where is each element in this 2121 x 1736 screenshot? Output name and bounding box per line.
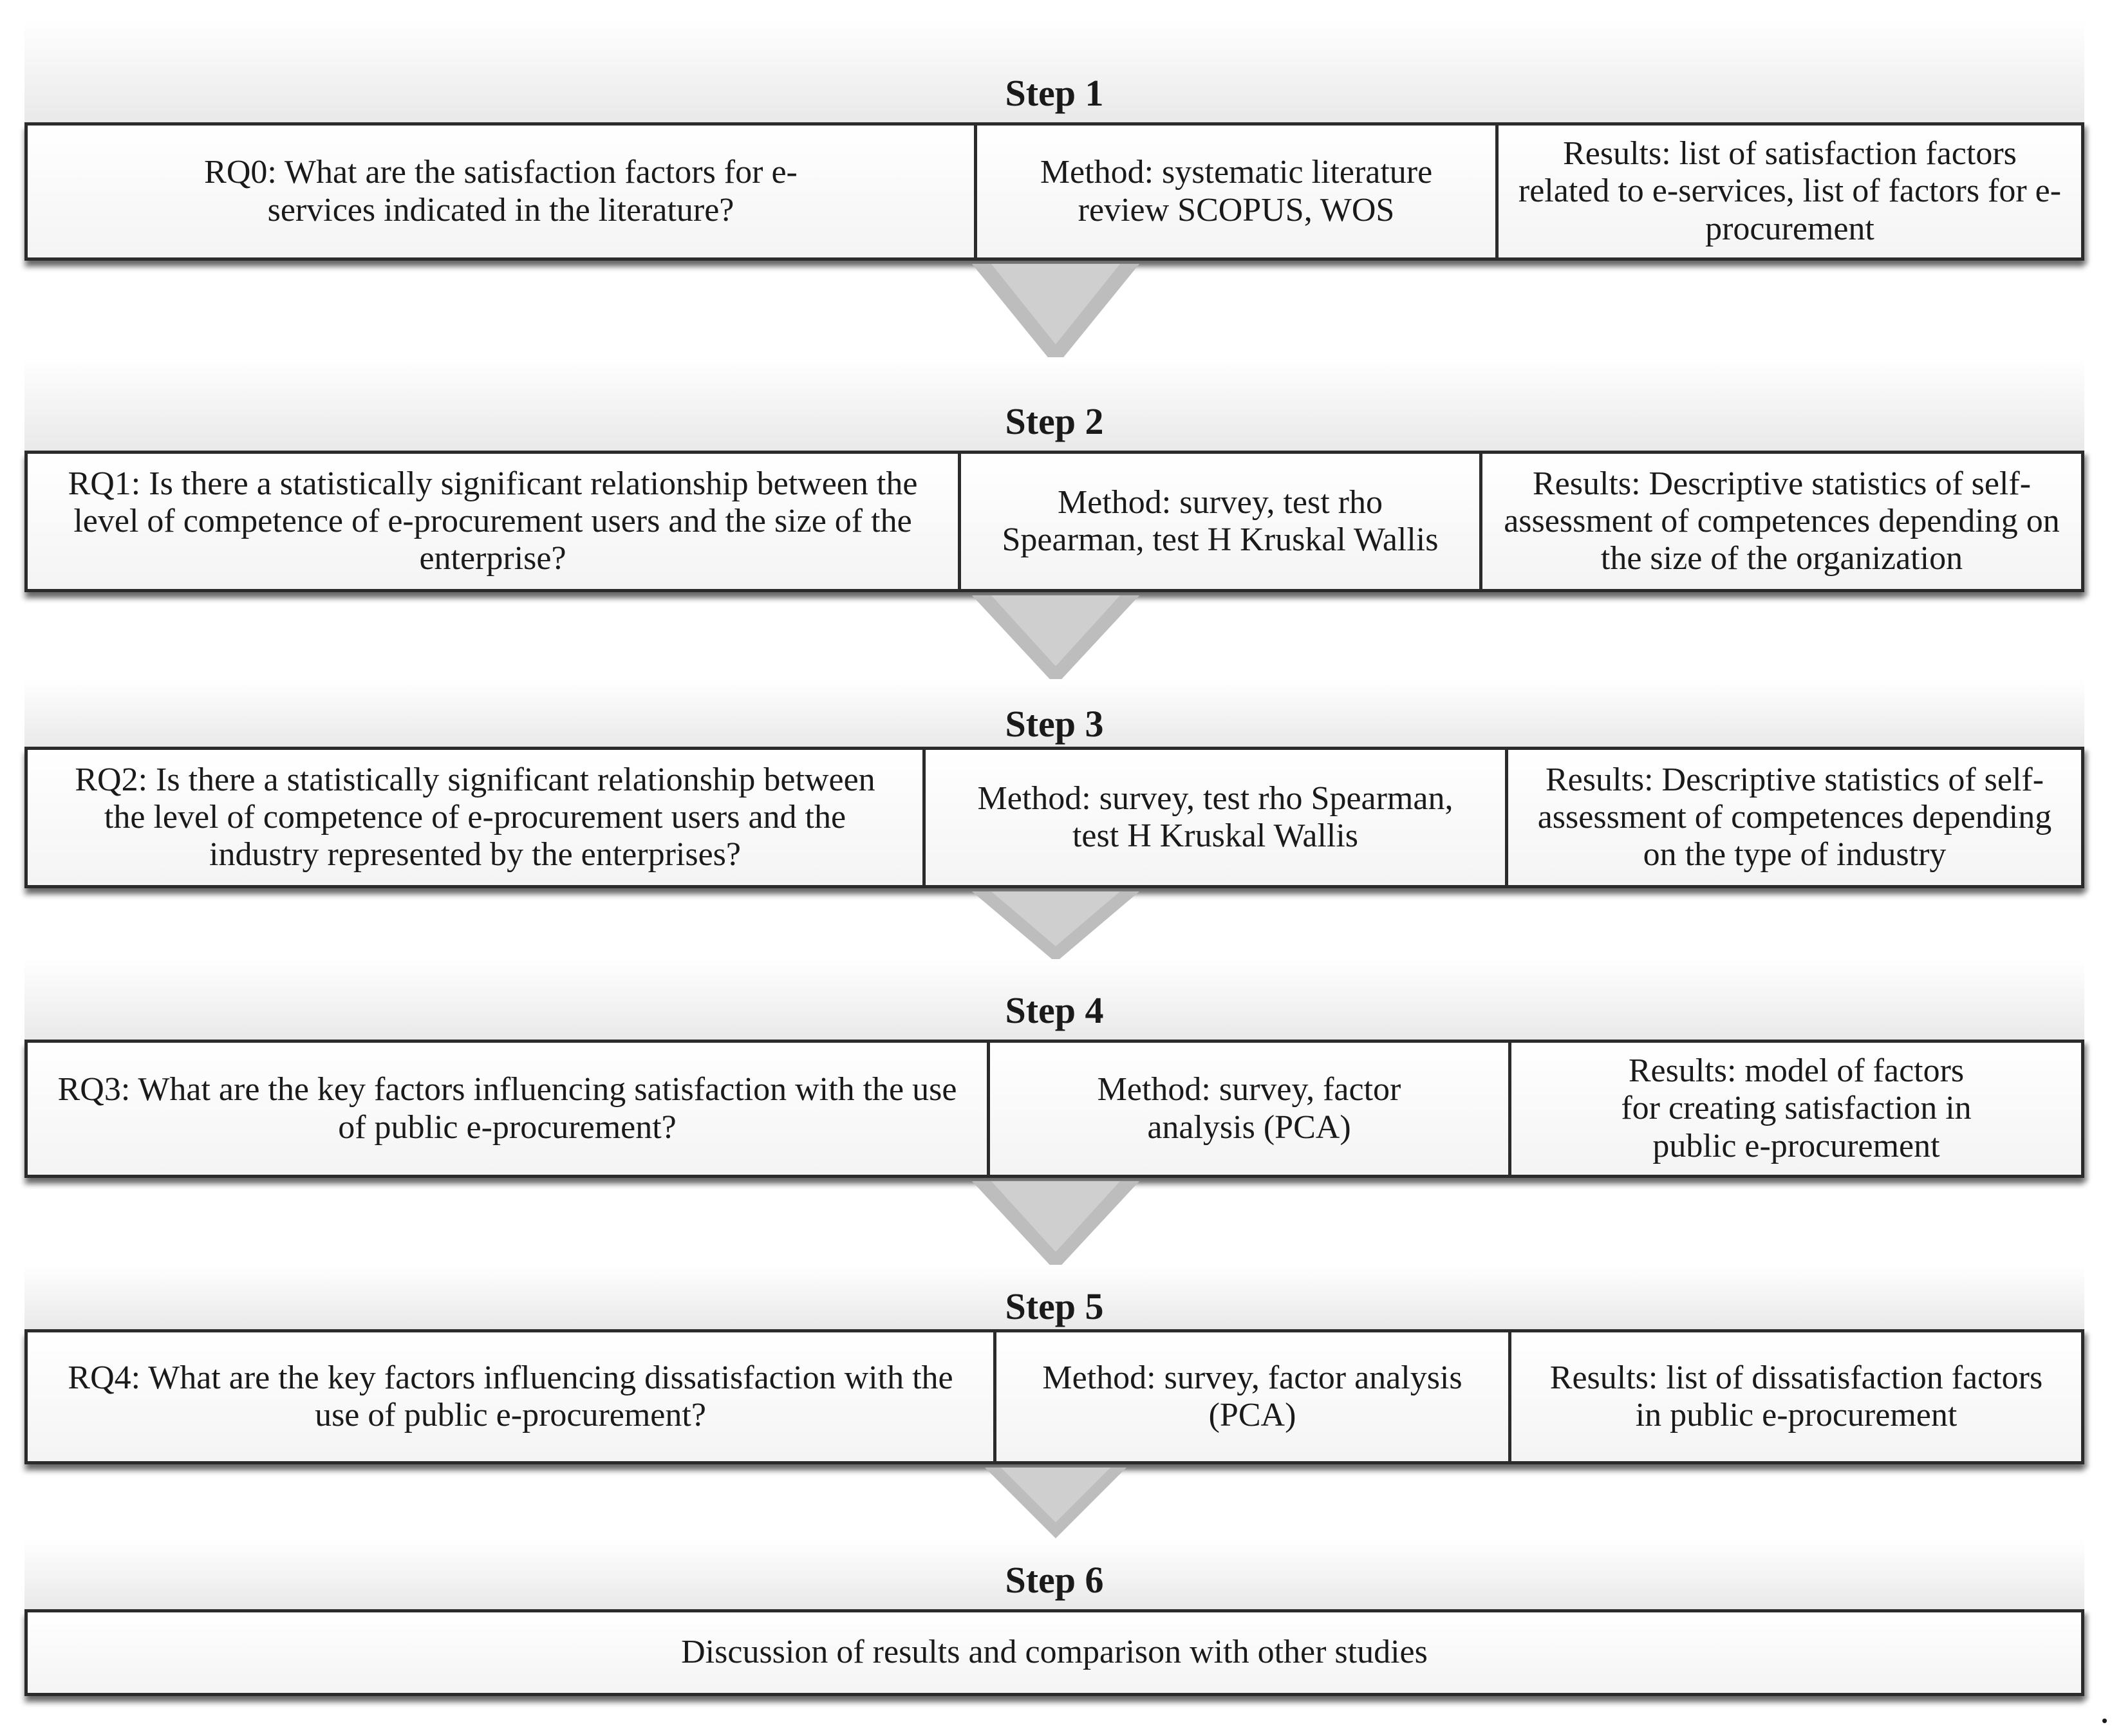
step-2-research-question: RQ1: Is there a statistically significan… — [68, 465, 918, 577]
step-5-results: Results: list of dissatisfaction factors… — [1508, 1332, 2081, 1461]
step-6-summary: Discussion of results and comparison wit… — [681, 1634, 1428, 1671]
step-3-results: Results: Descriptive statistics of self-… — [1505, 750, 2081, 885]
step-4-row: RQ3: What are the key factors influencin… — [24, 1040, 2084, 1178]
step-2-title: Step 2 — [24, 357, 2084, 451]
step-6-title: Step 6 — [24, 1538, 2084, 1609]
step-2-method: Method: survey, test rho Spearman, test … — [958, 454, 1479, 589]
step-4-title: Step 4 — [24, 959, 2084, 1040]
step-1-method: Method: systematic literature review SCO… — [974, 126, 1495, 257]
step-2-title-text: Step 2 — [1005, 400, 1104, 442]
step-6-row: Discussion of results and comparison wit… — [24, 1609, 2084, 1696]
step-5-title-text: Step 5 — [1005, 1285, 1104, 1327]
step-3-method: Method: survey, test rho Spearman, test … — [922, 750, 1505, 885]
step-3-row: RQ2: Is there a statistically significan… — [24, 747, 2084, 888]
step-4-research-question: RQ3: What are the key factors influencin… — [57, 1071, 957, 1146]
step-5-row: RQ4: What are the key factors influencin… — [24, 1329, 2084, 1464]
step-3-title-text: Step 3 — [1005, 703, 1104, 745]
trailing-period: . — [2100, 1688, 2109, 1731]
step-1-row: RQ0: What are the satisfaction factors f… — [24, 122, 2084, 261]
step-3-research-question: RQ2: Is there a statistically significan… — [75, 761, 875, 873]
step-6-title-text: Step 6 — [1005, 1559, 1104, 1601]
step-1-results: Results: list of satisfaction factors re… — [1495, 126, 2081, 257]
step-1-research-question: RQ0: What are the satisfaction factors f… — [204, 154, 798, 229]
step-1-title: Step 1 — [24, 19, 2084, 122]
step-4-title-text: Step 4 — [1005, 989, 1104, 1031]
step-4-method: Method: survey, factor analysis (PCA) — [987, 1043, 1508, 1175]
step-1-title-text: Step 1 — [1005, 72, 1104, 114]
step-5-title: Step 5 — [24, 1265, 2084, 1329]
step-4-results: Results: model of factors for creating s… — [1508, 1043, 2081, 1175]
step-5-method: Method: survey, factor analysis (PCA) — [993, 1332, 1508, 1461]
step-2-results: Results: Descriptive statistics of self-… — [1479, 454, 2081, 589]
step-5-research-question: RQ4: What are the key factors influencin… — [68, 1359, 953, 1433]
step-3-title: Step 3 — [24, 679, 2084, 747]
step-2-row: RQ1: Is there a statistically significan… — [24, 451, 2084, 592]
